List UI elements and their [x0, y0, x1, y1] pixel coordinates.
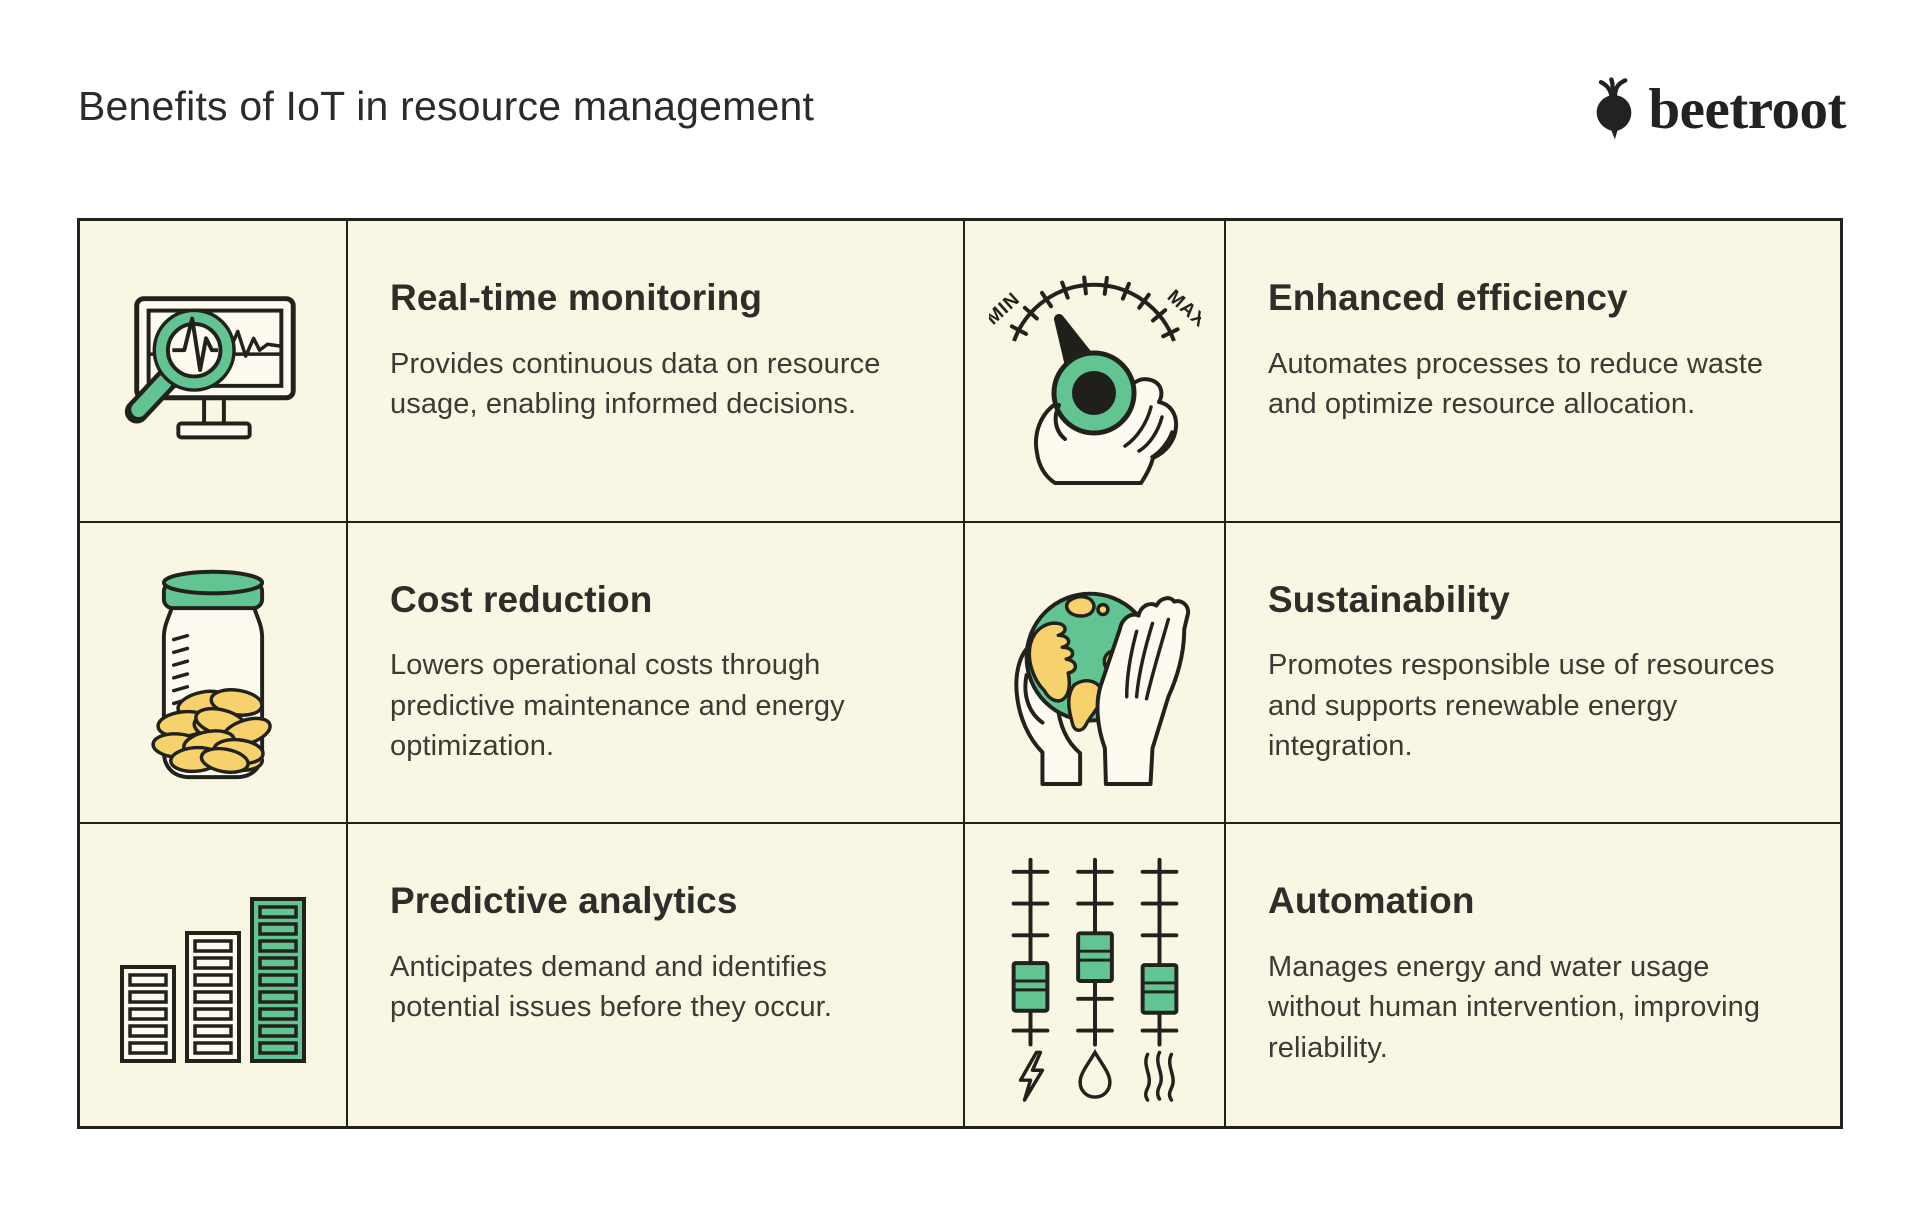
card-sustainability: Sustainability Promotes responsible use …	[1226, 523, 1840, 825]
card-description: Provides continuous data on resource usa…	[390, 347, 881, 421]
card-enhanced-efficiency: Enhanced efficiency Automates processes …	[1226, 221, 1840, 523]
card-cost-reduction: Cost reduction Lowers operational costs …	[348, 522, 965, 825]
beetroot-logo: beetroot	[1588, 72, 1846, 146]
card-enhanced-efficiency-icon-cell: MIN MAX	[965, 221, 1226, 523]
card-description: Promotes responsible use of resources an…	[1268, 649, 1775, 763]
dial-knob-icon: MIN MAX	[989, 275, 1201, 485]
hands-globe-icon	[1013, 592, 1190, 787]
card-automation-icon-cell	[965, 824, 1226, 1126]
heat-icon	[1143, 1050, 1175, 1102]
beetroot-icon	[1597, 77, 1632, 140]
card-automation: Automation Manages energy and water usag…	[1226, 824, 1840, 1126]
card-title: Cost reduction	[390, 578, 653, 620]
card-title: Predictive analytics	[390, 880, 738, 922]
page-title: Benefits of IoT in resource management	[78, 83, 815, 129]
card-title: Sustainability	[1268, 578, 1510, 620]
benefits-table: Real-time monitoring Provides continuous…	[77, 218, 1843, 1129]
card-real-time-monitoring: Real-time monitoring Provides continuous…	[348, 221, 965, 523]
monitor-magnifier-icon	[124, 296, 296, 440]
card-description: Lowers operational costs through predict…	[390, 649, 845, 763]
card-predictive-analytics: Predictive analytics Anticipates demand …	[348, 824, 965, 1126]
card-title: Enhanced efficiency	[1268, 277, 1628, 318]
lightning-icon	[1018, 1050, 1044, 1102]
card-sustainability-icon-cell	[965, 522, 1226, 825]
logo-wordmark: beetroot	[1648, 77, 1846, 141]
sliders-icon	[1011, 858, 1178, 1102]
card-title: Automation	[1268, 880, 1475, 922]
coin-jar-icon	[151, 570, 272, 780]
card-predictive-analytics-icon-cell	[80, 824, 348, 1126]
card-description: Anticipates demand and identifies potent…	[390, 950, 832, 1024]
card-cost-reduction-icon-cell	[80, 522, 348, 825]
card-description: Manages energy and water usage without h…	[1268, 950, 1761, 1065]
card-title: Real-time monitoring	[390, 277, 763, 318]
card-real-time-monitoring-icon-cell	[80, 221, 348, 523]
card-description: Automates processes to reduce waste and …	[1268, 347, 1764, 421]
water-drop-icon	[1077, 1049, 1112, 1099]
dial-min-label: MIN	[989, 288, 1024, 329]
bar-chart-icon	[120, 897, 306, 1064]
